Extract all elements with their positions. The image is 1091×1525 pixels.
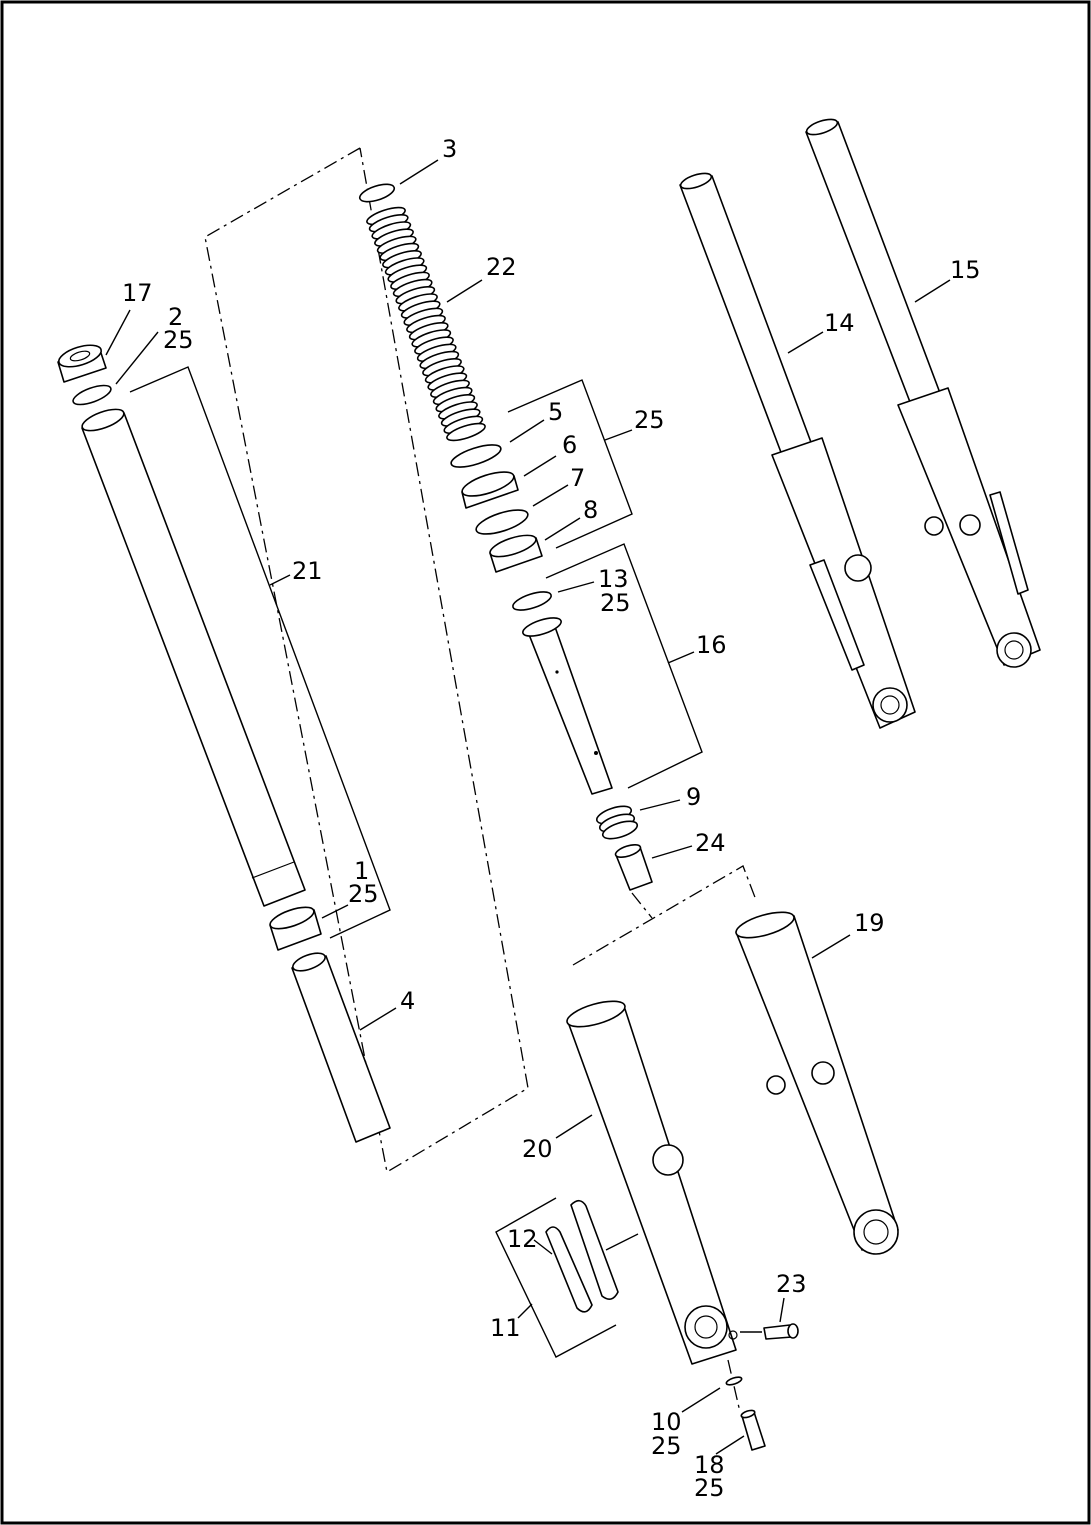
callout-label: 7 [570, 464, 585, 492]
fork-slider-part [566, 1000, 738, 1365]
damper-rod-part [522, 617, 613, 795]
seal-spacer-part [475, 509, 529, 535]
callout-label: 16 [696, 631, 727, 659]
spring-coil [446, 422, 486, 442]
damper-tube-part [291, 952, 391, 1143]
callout-label: 14 [824, 309, 855, 337]
rebound-spring-part [595, 805, 639, 840]
callout-label: 13 [598, 565, 629, 593]
oil-seal-part [461, 471, 519, 509]
damper-cone-part [614, 843, 653, 891]
bolt-part [763, 1323, 799, 1340]
callout-label: 3 [442, 135, 457, 163]
callout-label: 24 [695, 829, 726, 857]
assembly-link [631, 892, 653, 919]
callout-label: 21 [292, 557, 323, 585]
fork-tube-part [81, 408, 306, 907]
callout-label: 25 [634, 406, 665, 434]
kit-bracket-11 [495, 1197, 617, 1358]
callout-label: 25 [348, 880, 379, 908]
kit-bracket-21 [129, 366, 391, 939]
slider-bushing-part [489, 534, 543, 573]
callout-label: 6 [562, 431, 577, 459]
drain-washer-part [725, 1376, 743, 1386]
callout-label: 15 [950, 256, 981, 284]
fork-assembly-part [679, 172, 916, 729]
bushing-part [269, 906, 322, 951]
callout-label: 20 [522, 1135, 553, 1163]
callout-label: 25 [163, 326, 194, 354]
callout-label: 5 [548, 398, 563, 426]
piston-ring-part [512, 591, 552, 611]
leader-lines [105, 159, 951, 1455]
o-ring-part [72, 384, 112, 406]
callout-label: 10 [651, 1408, 682, 1436]
assembly-outline-left [204, 147, 529, 1174]
retaining-ring-part [450, 444, 502, 468]
trim-clip-part [545, 1199, 619, 1313]
callout-label: 2 [168, 303, 183, 331]
callout-label: 22 [486, 253, 517, 281]
fork-assembly-part [805, 118, 1041, 668]
kit-bracket-16 [545, 543, 703, 789]
callout-label: 23 [776, 1270, 807, 1298]
kit-bracket-25 [507, 379, 633, 549]
callout-label: 25 [600, 589, 631, 617]
callout-label: 17 [122, 279, 153, 307]
callout-label: 8 [583, 496, 598, 524]
drain-axis [727, 1359, 741, 1413]
drain-screw-part [740, 1409, 766, 1451]
callout-label: 11 [490, 1314, 521, 1342]
callout-label: 1 [354, 857, 369, 885]
callout-label: 25 [651, 1432, 682, 1460]
fork-cap-part [57, 344, 107, 383]
callout-label: 25 [694, 1474, 725, 1502]
assembly-outline-lower [572, 865, 757, 966]
callout-label: 12 [507, 1225, 538, 1253]
callout-label: 4 [400, 987, 415, 1015]
spring-seat-part [358, 183, 396, 203]
callout-label: 9 [686, 783, 701, 811]
fork-slider-part [735, 911, 899, 1255]
fork-spring-part [366, 206, 486, 442]
callout-label: 19 [854, 909, 885, 937]
callout-label: 18 [694, 1451, 725, 1479]
